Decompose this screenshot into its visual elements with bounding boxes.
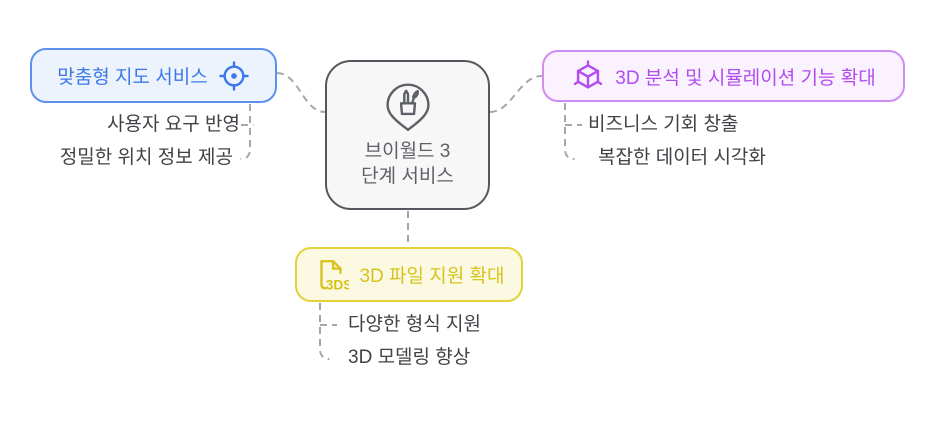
center-node-title-line2: 단계 서비스 — [361, 166, 454, 187]
connector-right-branch — [489, 75, 543, 113]
item-complex-data-visualization: 복잡한 데이터 시각화 — [598, 147, 766, 168]
branch-3d-file-support-label: 3D 파일 지원 확대 — [359, 266, 505, 287]
branch-3d-file-support: 3DS 3D 파일 지원 확대 — [295, 247, 523, 302]
crosshair-locate-icon — [218, 60, 249, 91]
connector-left-items — [240, 104, 254, 160]
branch-3d-analysis-simulation: 3D 분석 및 시뮬레이션 기능 확대 — [542, 50, 905, 102]
branch-custom-map-service: 맞춤형 지도 서비스 — [30, 48, 277, 103]
item-user-needs: 사용자 요구 반영 — [107, 114, 240, 135]
item-precise-location: 정밀한 위치 정보 제공 — [59, 147, 233, 168]
cube-3d-icon — [574, 60, 603, 89]
item-3d-modeling: 3D 모델링 향상 — [348, 347, 471, 368]
center-node-title: 브이월드 3 단계 서비스 — [361, 139, 454, 189]
branch-3d-analysis-simulation-label: 3D 분석 및 시뮬레이션 기능 확대 — [615, 67, 876, 89]
3ds-file-icon-label: 3DS — [326, 277, 349, 292]
center-node-title-line1: 브이월드 3 — [364, 141, 451, 162]
branch-custom-map-service-label: 맞춤형 지도 서비스 — [57, 67, 208, 88]
location-pin-design-tools-icon — [385, 83, 430, 131]
item-various-formats: 다양한 형식 지원 — [348, 314, 481, 335]
connector-left-branch — [276, 72, 326, 113]
center-node: 브이월드 3 단계 서비스 — [325, 60, 490, 210]
item-business-opportunity: 비즈니스 기회 창출 — [588, 114, 739, 135]
connector-bottom-items — [319, 303, 337, 360]
3ds-file-icon: 3DS — [320, 259, 349, 292]
connector-right-items — [564, 103, 582, 160]
